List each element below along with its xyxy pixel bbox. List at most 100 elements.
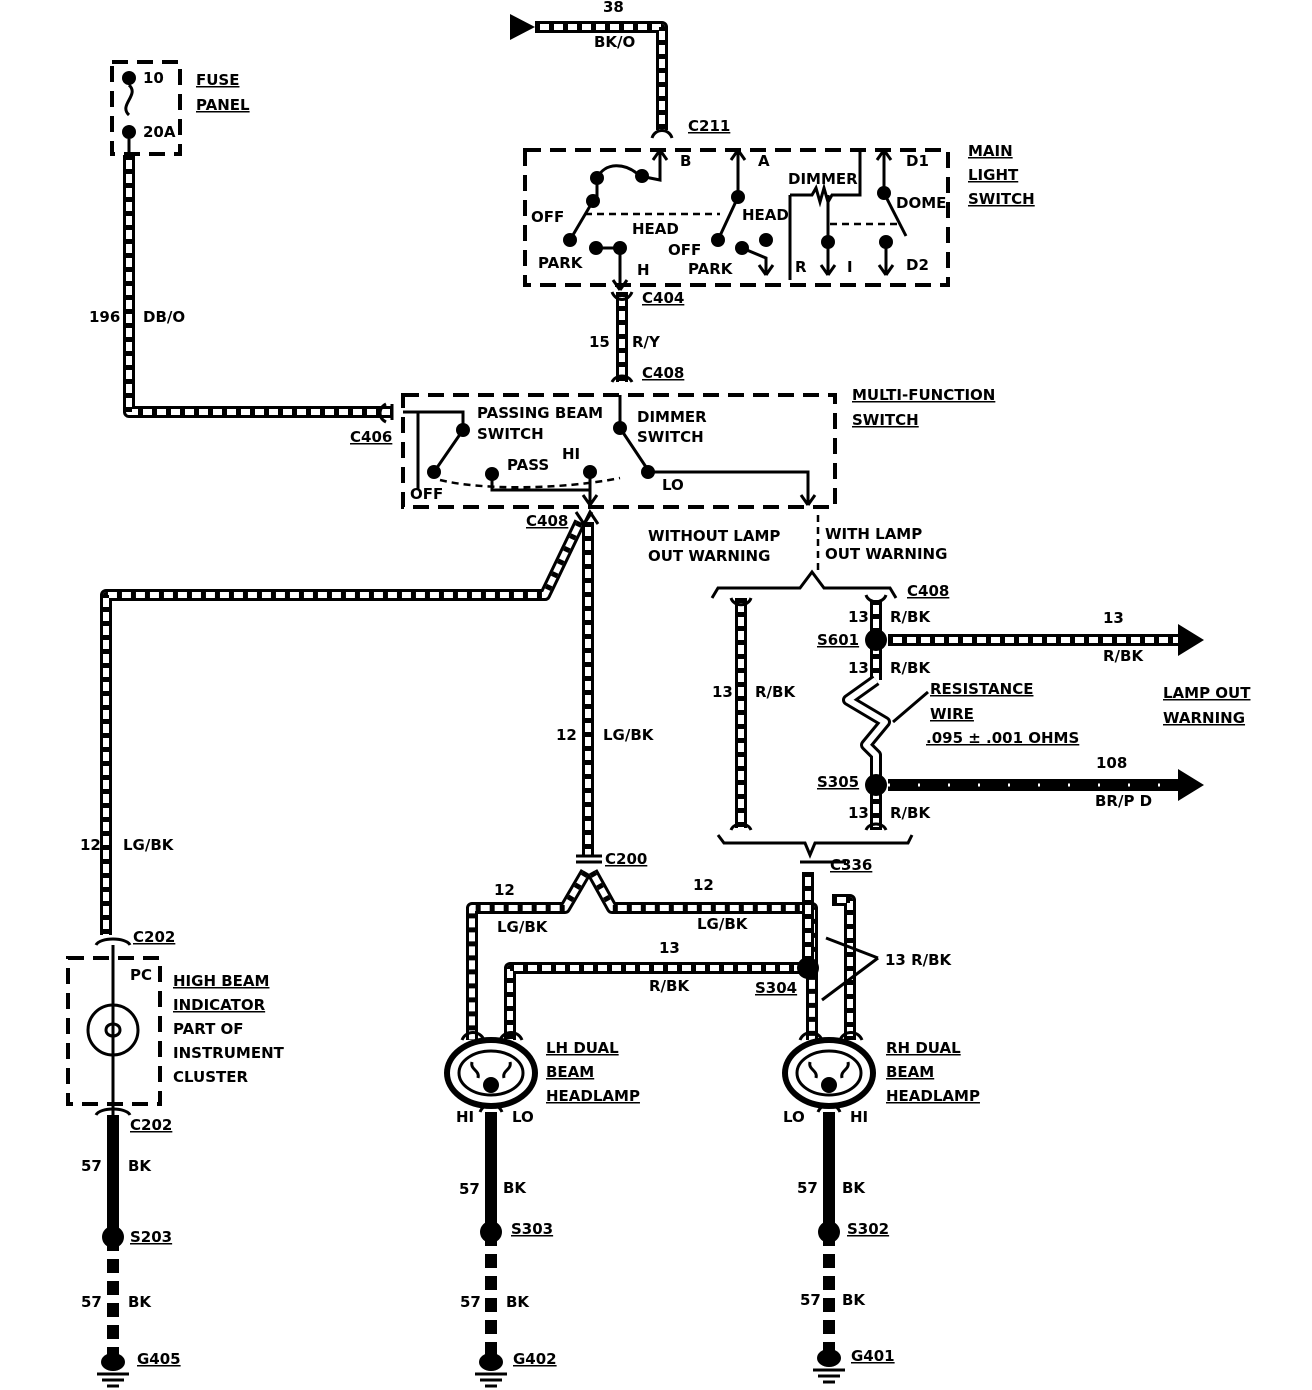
w13-s304-color: R/BK xyxy=(649,977,690,995)
w12-lh-color: LG/BK xyxy=(497,918,549,936)
hbi-pc: PC xyxy=(130,966,152,984)
w13-s304-num: 13 xyxy=(659,939,680,957)
connector-c200: C200 xyxy=(605,850,647,868)
w13-left-num: 13 xyxy=(712,683,733,701)
splice-s304-dot xyxy=(797,957,819,979)
w196-color: DB/O xyxy=(143,308,185,326)
w196-num: 196 xyxy=(89,308,120,326)
splice-s304: S304 xyxy=(755,979,797,997)
ground-g405-symbol xyxy=(97,1353,129,1388)
w13-s601-color: R/BK xyxy=(890,659,931,677)
fuse-panel-title-1: FUSE xyxy=(196,71,239,89)
splice-s601: S601 xyxy=(817,631,859,649)
w57-rh2-num: 57 xyxy=(800,1291,821,1309)
w12-center-num: 12 xyxy=(556,726,577,744)
c336-bracket xyxy=(716,834,914,859)
hbi-line-2: INDICATOR xyxy=(173,996,266,1014)
w108-num: 108 xyxy=(1096,754,1127,772)
connector-c202-bottom: C202 xyxy=(130,1116,172,1134)
mls-off-2: OFF xyxy=(668,241,701,259)
ground-g401-symbol xyxy=(813,1349,845,1384)
w57-lh2-num: 57 xyxy=(460,1293,481,1311)
hbi-line-3: PART OF xyxy=(173,1020,244,1038)
lamp-out-line-2: WARNING xyxy=(1163,709,1245,727)
splice-s203-dot xyxy=(102,1226,124,1248)
mfs-title-1: MULTI-FUNCTION xyxy=(852,386,995,404)
wire-13-s304 xyxy=(504,962,808,1040)
resistance-line-3: .095 ± .001 OHMS xyxy=(926,729,1079,747)
wire-12-rh xyxy=(586,869,818,1040)
w38-color: BK/O xyxy=(594,33,635,51)
rh-hi: HI xyxy=(850,1108,868,1126)
option-without-1: WITHOUT LAMP xyxy=(648,527,780,545)
splice-s601-dot xyxy=(865,629,887,651)
mfs-pass: PASS xyxy=(507,456,549,474)
splice-s302: S302 xyxy=(847,1220,889,1238)
rh-line-3: HEADLAMP xyxy=(886,1087,980,1105)
mls-dome: DOME xyxy=(896,194,946,212)
main-light-switch xyxy=(523,148,950,291)
w38-num: 38 xyxy=(603,0,624,16)
wire-12-left xyxy=(100,519,586,935)
mfs-dimmer-2: SWITCH xyxy=(637,428,704,446)
mls-terminal-i: I xyxy=(847,258,853,276)
w13-out-num: 13 xyxy=(1103,609,1124,627)
w13-left-color: R/BK xyxy=(755,683,796,701)
multi-function-switch xyxy=(390,393,837,509)
connector-c408-bottom: C408 xyxy=(526,512,568,530)
wire-12-lh xyxy=(466,868,592,1040)
ground-g402: G402 xyxy=(513,1350,557,1368)
w57-lh2-color: BK xyxy=(506,1293,530,1311)
resistance-line-1: RESISTANCE xyxy=(930,680,1033,698)
splice-s302-dot xyxy=(818,1221,840,1243)
w108-color: BR/P D xyxy=(1095,792,1152,810)
hbi-line-1: HIGH BEAM xyxy=(173,972,269,990)
w13-c408-color: R/BK xyxy=(890,608,931,626)
w57-rh1-color: BK xyxy=(842,1179,866,1197)
w13-s601-num: 13 xyxy=(848,659,869,677)
w57-lh1-color: BK xyxy=(503,1179,527,1197)
lh-headlamp xyxy=(444,1037,538,1109)
connector-c211: C211 xyxy=(688,117,730,135)
w57-rh2-color: BK xyxy=(842,1291,866,1309)
mfs-title-2: SWITCH xyxy=(852,411,919,429)
w12-rh-color: LG/BK xyxy=(697,915,749,933)
w57-hb2-num: 57 xyxy=(81,1293,102,1311)
mls-terminal-d1: D1 xyxy=(906,152,929,170)
w13-rbk-callout: 13 R/BK xyxy=(885,951,953,969)
w12-left-color: LG/BK xyxy=(123,836,175,854)
connector-c202-top: C202 xyxy=(133,928,175,946)
w13-s305-num: 13 xyxy=(848,804,869,822)
rh-line-2: BEAM xyxy=(886,1063,934,1081)
w57-rh1-num: 57 xyxy=(797,1179,818,1197)
lh-hi: HI xyxy=(456,1108,474,1126)
w12-center-color: LG/BK xyxy=(603,726,655,744)
connector-c404: C404 xyxy=(642,289,684,307)
mls-title-2: LIGHT xyxy=(968,166,1019,184)
hbi-line-5: CLUSTER xyxy=(173,1068,248,1086)
w12-lh-num: 12 xyxy=(494,881,515,899)
fuse-panel: 10 20A xyxy=(110,60,182,160)
splice-s303: S303 xyxy=(511,1220,553,1238)
ground-g405: G405 xyxy=(137,1350,181,1368)
mls-off-1: OFF xyxy=(531,208,564,226)
rh-headlamp xyxy=(782,1037,876,1109)
lh-line-3: HEADLAMP xyxy=(546,1087,640,1105)
option-without-2: OUT WARNING xyxy=(648,547,770,565)
resistance-pointer xyxy=(892,690,929,724)
connector-c336: C336 xyxy=(830,856,872,874)
splice-s305: S305 xyxy=(817,773,859,791)
connector-c406: C406 xyxy=(350,428,392,446)
mls-dimmer: DIMMER xyxy=(788,170,858,188)
splice-s303-dot xyxy=(480,1221,502,1243)
mls-park-2: PARK xyxy=(688,260,734,278)
w13-c408-num: 13 xyxy=(848,608,869,626)
lh-line-2: BEAM xyxy=(546,1063,594,1081)
mls-terminal-d2: D2 xyxy=(906,256,929,274)
w13-out-color: R/BK xyxy=(1103,647,1144,665)
connector-c408-right: C408 xyxy=(907,582,949,600)
rh-lo: LO xyxy=(783,1108,805,1126)
resistance-line-2: WIRE xyxy=(930,705,974,723)
w57-hb2-color: BK xyxy=(128,1293,152,1311)
